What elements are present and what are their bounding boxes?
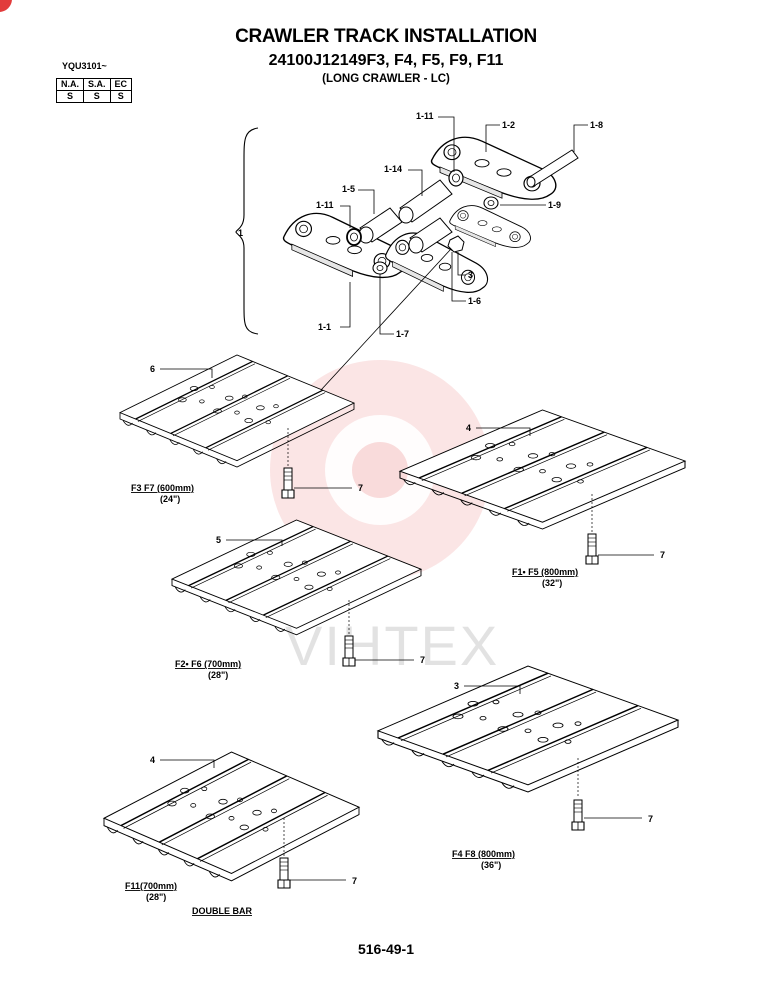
region-value-sa: S <box>83 90 111 103</box>
region-table: N.A. S.A. EC S S S <box>56 78 133 103</box>
callout-1-5: 1-5 <box>342 184 355 194</box>
bolt-7-shoe-4-upper <box>585 533 599 565</box>
track-shoe-4-lower <box>103 751 360 882</box>
callout-1-8: 1-8 <box>590 120 603 130</box>
model-number: 24100J12149F3, F4, F5, F9, F11 <box>268 52 504 69</box>
callout-1-11-lower: 1-11 <box>316 200 334 210</box>
bolt-7-shoe-3 <box>571 799 585 831</box>
callout-1-6: 1-6 <box>468 296 481 306</box>
callout-7-shoe-6: 7 <box>358 483 363 493</box>
callout-7-shoe-5: 7 <box>420 655 425 665</box>
bolt-7-shoe-6 <box>281 467 295 499</box>
pin-1-5 <box>358 207 403 244</box>
callout-1-7: 1-7 <box>396 329 409 339</box>
callout-1: 1 <box>238 228 243 238</box>
callout-3: 3 <box>454 681 459 691</box>
callout-6: 6 <box>150 364 155 374</box>
seal-1-11-upper <box>448 169 464 187</box>
assembly-bracket <box>235 127 259 335</box>
callout-1-11-upper: 1-11 <box>416 111 434 121</box>
shoe-4-lower-size: F11(700mm) <box>125 881 177 891</box>
callout-1-2: 1-2 <box>502 120 515 130</box>
callout-1-9: 1-9 <box>548 200 561 210</box>
watermark-text: VIHTEX <box>285 614 499 677</box>
bushing-1-6 <box>408 217 453 254</box>
callout-3-nut: 3 <box>468 270 473 280</box>
shoe-5-inch: (28") <box>208 670 228 680</box>
callout-5: 5 <box>216 535 221 545</box>
variant-label: (LONG CRAWLER - LC) <box>322 73 450 85</box>
shoe-4-upper-size: F1• F5 (800mm) <box>512 567 578 577</box>
shoe-6-size: F3 F7 (600mm) <box>131 483 194 493</box>
callout-7-shoe-3: 7 <box>648 814 653 824</box>
shoe-6-inch: (24") <box>160 494 180 504</box>
callout-1-14: 1-14 <box>384 164 402 174</box>
bolt-7-shoe-4-lower <box>277 857 291 889</box>
link-upper-right <box>430 136 557 200</box>
region-value-na: S <box>56 90 84 103</box>
shoe-3-size: F4 F8 (800mm) <box>452 849 515 859</box>
pin-1-8 <box>526 149 579 188</box>
shoe-3-inch: (36") <box>481 860 501 870</box>
region-value-row: S S S <box>56 90 133 103</box>
shoe-4-lower-inch: (28") <box>146 892 166 902</box>
shoe-4-upper-inch: (32") <box>542 578 562 588</box>
nut-3 <box>447 235 465 253</box>
callout-7-shoe-4-lower: 7 <box>352 876 357 886</box>
page-number: 516-49-1 <box>357 941 415 957</box>
callout-4-lower: 4 <box>150 755 155 765</box>
bushing-1-14 <box>398 179 453 224</box>
bolt-7-shoe-5 <box>342 635 356 667</box>
spacer-1-7 <box>372 261 388 275</box>
callout-7-shoe-4-upper: 7 <box>660 550 665 560</box>
callout-4-upper: 4 <box>466 423 471 433</box>
page-title: CRAWLER TRACK INSTALLATION <box>235 26 537 47</box>
callout-1-1: 1-1 <box>318 322 331 332</box>
track-shoe-3 <box>377 665 679 793</box>
seal-1-11-lower <box>346 228 362 246</box>
serial-range: YQU3101~ <box>62 61 107 71</box>
region-value-ec: S <box>109 90 133 103</box>
spacer-1-9 <box>483 196 499 210</box>
double-bar-note: DOUBLE BAR <box>192 906 252 916</box>
shoe-5-size: F2• F6 (700mm) <box>175 659 241 669</box>
